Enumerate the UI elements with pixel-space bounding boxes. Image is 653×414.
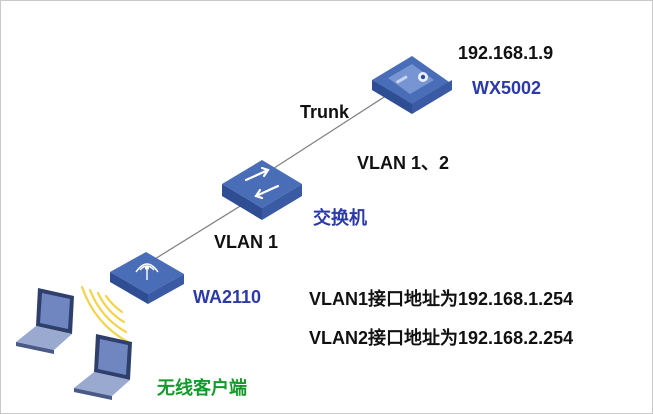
switch-icon [222, 160, 302, 220]
link-controller-switch [267, 89, 396, 173]
clients-label: 无线客户端 [157, 378, 247, 398]
wifi-signal-icon [80, 285, 130, 344]
switch-label: 交换机 [313, 208, 367, 228]
access-point-icon [110, 252, 184, 304]
wireless-controller-icon [372, 56, 452, 114]
laptop-icon [74, 334, 132, 400]
trunk-vlans-label: VLAN 1、2 [357, 153, 450, 173]
controller-model-label: WX5002 [472, 78, 542, 98]
trunk-label: Trunk [300, 102, 350, 122]
vlan1-note: VLAN1接口地址为192.168.1.254 [309, 289, 574, 309]
controller-ip-label: 192.168.1.9 [458, 43, 554, 63]
vlan2-note: VLAN2接口地址为192.168.2.254 [309, 328, 574, 348]
ap-model-label: WA2110 [193, 287, 262, 307]
laptop-icon [16, 288, 74, 354]
access-vlan-label: VLAN 1 [214, 232, 279, 252]
